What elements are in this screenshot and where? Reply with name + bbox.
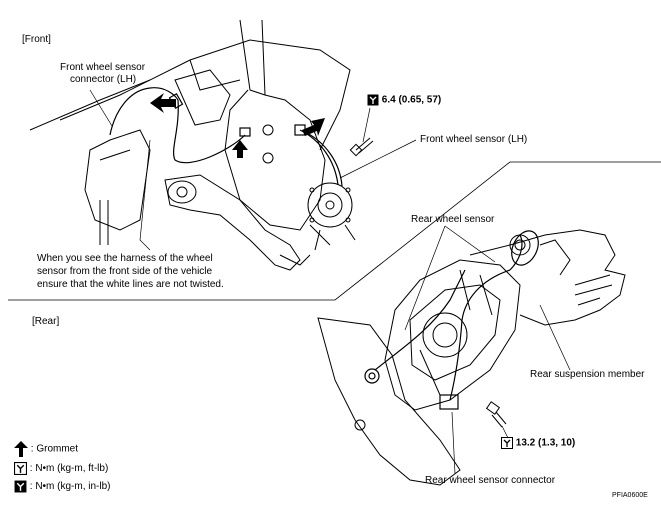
front-connector-label-2: connector (LH) bbox=[70, 74, 137, 85]
grommet-arrow-icon-2 bbox=[232, 140, 248, 158]
front-sensor-bolt bbox=[349, 137, 374, 157]
figure-code: PFIA0600E bbox=[612, 492, 648, 499]
rear-splash-shield bbox=[317, 317, 461, 486]
note-line-2: sensor from the front side of the vehicl… bbox=[37, 266, 213, 277]
front-torque-spec: 6.4 (0.65, 57) bbox=[367, 94, 441, 107]
rear-section-title: [Rear] bbox=[32, 316, 60, 327]
front-section-title: [Front] bbox=[22, 34, 51, 45]
note-line-1: When you see the harness of the wheel bbox=[37, 253, 213, 264]
rear-torque-spec: 13.2 (1.3, 10) bbox=[501, 437, 575, 450]
legend-grommet-text: : Grommet bbox=[30, 443, 79, 455]
rear-connector-label: Rear wheel sensor connector bbox=[425, 475, 556, 486]
grommet-arrow-icon bbox=[14, 441, 28, 457]
front-grommet-arrows bbox=[150, 93, 325, 158]
rear-leader-lines bbox=[404, 225, 571, 475]
legend-torque-ftlb-text: : N•m (kg-m, ft-lb) bbox=[29, 463, 109, 475]
legend-grommet: : Grommet bbox=[14, 441, 78, 457]
torque-wrench-inlb-icon bbox=[14, 480, 27, 493]
front-sensor-harness bbox=[109, 87, 343, 187]
torque-wrench-icon bbox=[367, 94, 379, 106]
rear-sensor-bolt bbox=[485, 401, 507, 428]
note-line-3: ensure that the white lines are not twis… bbox=[37, 279, 224, 290]
grommet-arrow-icon-1 bbox=[150, 93, 176, 113]
front-body-panel bbox=[29, 39, 351, 245]
rear-sensor-harness bbox=[364, 230, 539, 410]
front-torque-value: 6.4 (0.65, 57) bbox=[381, 94, 442, 106]
legend-torque-inlb: : N•m (kg-m, in-lb) bbox=[14, 480, 111, 493]
rear-suspension-label: Rear suspension member bbox=[530, 369, 645, 380]
rear-sensor-label: Rear wheel sensor bbox=[411, 214, 495, 225]
legend-torque-ftlb: : N•m (kg-m, ft-lb) bbox=[14, 462, 108, 475]
torque-wrench-icon bbox=[501, 437, 513, 449]
rear-torque-value: 13.2 (1.3, 10) bbox=[515, 437, 576, 449]
grommet-arrow-icon-3 bbox=[302, 118, 325, 136]
front-leader-lines bbox=[89, 89, 417, 251]
section-divider bbox=[8, 161, 661, 301]
legend-torque-inlb-text: : N•m (kg-m, in-lb) bbox=[29, 481, 111, 493]
front-connector-label-1: Front wheel sensor bbox=[60, 62, 146, 73]
front-knuckle-assembly bbox=[164, 19, 356, 271]
torque-wrench-ftlb-icon bbox=[14, 462, 27, 475]
front-sensor-label: Front wheel sensor (LH) bbox=[420, 134, 528, 145]
